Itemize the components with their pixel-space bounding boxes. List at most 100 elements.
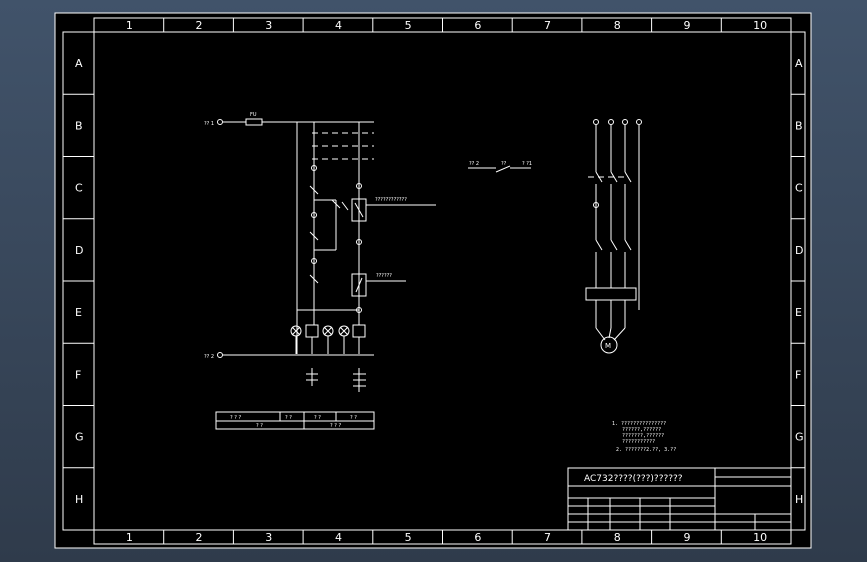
note-line: ??????????? — [622, 439, 655, 445]
column-label-bottom-10: 10 — [753, 531, 767, 544]
row-label-right-D: D — [795, 244, 803, 257]
fuse-label: FU — [250, 112, 257, 118]
wire — [595, 327, 606, 341]
terminal — [622, 119, 628, 125]
bus-bottom-label: ?? 2 — [204, 354, 214, 360]
column-label-top-10: 10 — [753, 19, 767, 32]
row-label-left-G: G — [75, 431, 84, 444]
terminal — [217, 119, 223, 125]
switch-blade — [610, 239, 618, 251]
terminal — [356, 183, 362, 189]
note-line: 2. ???????2.??, 3.?? — [616, 447, 676, 453]
coil-symbol — [355, 277, 363, 293]
coil-symbol — [354, 202, 364, 218]
column-label-bottom-2: 2 — [196, 531, 203, 544]
note-line: 1. ??????????????? — [612, 421, 666, 427]
note-line: ???????,?????? — [622, 433, 664, 439]
column-label-bottom-4: 4 — [335, 531, 342, 544]
table-cell: ? ? ? — [330, 423, 341, 429]
contact — [309, 274, 319, 284]
row-label-right-C: C — [795, 182, 803, 195]
column-label-bottom-9: 9 — [683, 531, 690, 544]
lamp-cross — [323, 326, 333, 336]
row-label-left-E: E — [75, 306, 82, 319]
table-cell: ? ? — [256, 423, 263, 429]
contact — [309, 185, 319, 195]
lamp-cross — [339, 326, 349, 336]
column-label-top-6: 6 — [474, 19, 481, 32]
column-label-top-1: 1 — [126, 19, 133, 32]
contact — [309, 231, 319, 241]
title-block-frame — [567, 467, 792, 531]
row-label-left-A: A — [75, 57, 83, 70]
switch-label-left: ?? 2 — [469, 161, 479, 167]
terminal — [593, 119, 599, 125]
power-circuit: M — [585, 119, 642, 354]
column-label-top-7: 7 — [544, 19, 551, 32]
row-label-right-A: A — [795, 57, 803, 70]
terminal — [311, 258, 317, 264]
row-label-left-B: B — [75, 119, 83, 132]
switch-blade — [624, 239, 632, 251]
motor-label: M — [605, 342, 611, 350]
motor — [600, 336, 618, 354]
column-label-bottom-3: 3 — [265, 531, 272, 544]
column-label-top-5: 5 — [405, 19, 412, 32]
lamp-cross — [291, 326, 301, 336]
switch-blade — [495, 165, 511, 173]
terminal — [356, 239, 362, 245]
note-line: ??????,?????? — [622, 427, 661, 433]
bus-top-label: ?? 1 — [204, 121, 214, 127]
column-label-top-3: 3 — [265, 19, 272, 32]
terminal — [311, 212, 317, 218]
table-cell: ? ? ? — [230, 415, 241, 421]
switch-blade — [624, 171, 632, 183]
switch-label-center: ?? — [501, 161, 507, 167]
row-label-right-F: F — [795, 368, 801, 381]
column-label-bottom-6: 6 — [474, 531, 481, 544]
column-label-bottom-1: 1 — [126, 531, 133, 544]
table-cell: ? ? — [285, 415, 292, 421]
column-ticks: 1 1 2 2 3 3 4 4 5 5 6 6 7 7 8 8 9 9 10 10 — [126, 18, 767, 544]
row-label-left-F: F — [75, 368, 81, 381]
switch-label-right: ? ?1 — [522, 161, 532, 167]
wire — [608, 327, 612, 339]
coil2-annotation: ?????? — [376, 273, 392, 279]
notes: 1. ??????????????? ??????,?????? ???????… — [612, 421, 676, 453]
row-label-left-D: D — [75, 244, 83, 257]
terminal — [311, 165, 317, 171]
column-label-top-2: 2 — [196, 19, 203, 32]
row-label-right-H: H — [795, 493, 803, 506]
relay-coil-2 — [351, 273, 367, 297]
coil1-annotation: ???????????? — [375, 197, 407, 203]
column-label-bottom-7: 7 — [544, 531, 551, 544]
column-label-bottom-8: 8 — [614, 531, 621, 544]
row-label-right-B: B — [795, 119, 803, 132]
terminal — [217, 352, 223, 358]
column-label-top-9: 9 — [683, 19, 690, 32]
column-label-bottom-5: 5 — [405, 531, 412, 544]
row-label-right-E: E — [795, 306, 802, 319]
contact — [341, 201, 349, 211]
row-label-left-H: H — [75, 493, 83, 506]
column-label-top-8: 8 — [614, 19, 621, 32]
wire — [613, 327, 626, 341]
control-circuit: ?? 1 FU ???????????? — [204, 112, 436, 392]
terminal — [636, 119, 642, 125]
column-label-top-4: 4 — [335, 19, 342, 32]
terminal — [593, 202, 599, 208]
table-cell: ? ? — [350, 415, 357, 421]
table-cell: ? ? — [314, 415, 321, 421]
row-label-left-C: C — [75, 182, 83, 195]
relay-coil-1 — [351, 198, 367, 222]
small-table: ? ? ? ? ? ? ? ? ? ? ? ? ? ? — [215, 411, 375, 430]
drawing-title: AC732????(???)?????? — [584, 474, 683, 484]
terminal — [608, 119, 614, 125]
drawing-sheet — [54, 12, 812, 549]
mid-switch: ?? 2 ?? ? ?1 — [468, 161, 532, 173]
title-block: AC732????(???)?????? — [567, 467, 792, 531]
switch-blade — [595, 239, 603, 251]
